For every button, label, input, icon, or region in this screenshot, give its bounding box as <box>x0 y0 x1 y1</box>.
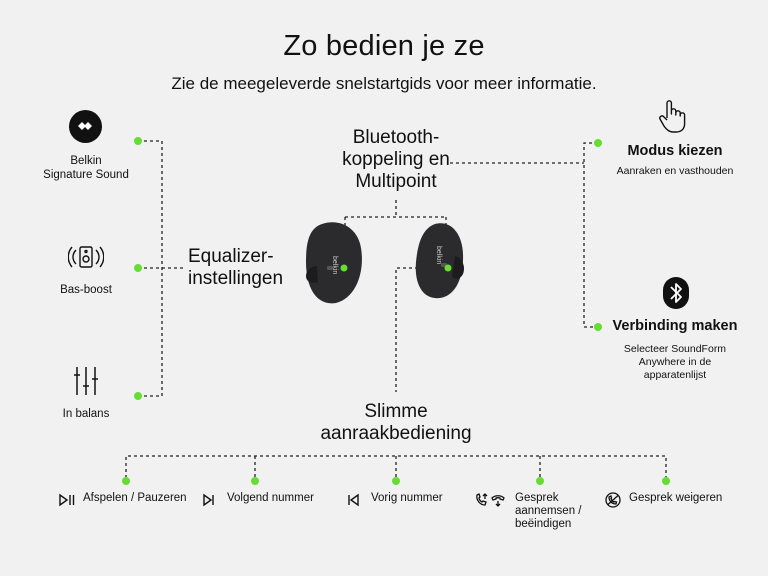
left-earbud-brand: belkin <box>331 256 338 274</box>
control-call-answer-end: Gesprek aannemsen / beëindigen <box>474 492 582 531</box>
hand-touch-icon <box>658 98 688 139</box>
control-play-pause: Afspelen / Pauzeren <box>58 492 187 508</box>
previous-track-icon <box>346 492 364 508</box>
eq-item-label-bass: Bas-boost <box>60 284 112 296</box>
call-answer-end-icon <box>474 492 508 508</box>
control-next-track: Volgend nummer <box>202 492 314 508</box>
sliders-icon <box>72 366 100 401</box>
dot-belkin-sound <box>134 137 142 145</box>
call-answer-end-label: Gesprek aannemsen / beëindigen <box>515 492 582 530</box>
call-reject-icon <box>604 492 622 508</box>
bottom-bracket-line <box>125 455 667 478</box>
bluetooth-icon <box>663 277 689 314</box>
previous-track-label: Vorig nummer <box>371 492 443 504</box>
dot-balance <box>134 392 142 400</box>
mode-subtitle: Aanraken en vasthouden <box>616 165 734 177</box>
touch-line <box>395 267 418 392</box>
eq-item-label-belkin: Belkin Signature Sound <box>43 155 129 181</box>
equalizer-label: Equalizer- instellingen <box>188 246 284 289</box>
dot-call-reject <box>662 477 670 485</box>
dot-bass-boost <box>134 264 142 272</box>
mode-title: Modus kiezen <box>627 143 723 159</box>
control-previous-track: Vorig nummer <box>346 492 443 508</box>
dot-call-answer <box>536 477 544 485</box>
play-pause-label: Afspelen / Pauzeren <box>83 492 187 504</box>
dot-play-pause <box>122 477 130 485</box>
dot-previous <box>392 477 400 485</box>
bluetooth-multipoint-label: Bluetooth- koppeling en Multipoint <box>342 127 450 192</box>
belkin-logo-icon <box>69 110 102 143</box>
dot-next <box>251 477 259 485</box>
left-earbud-touch-dot <box>340 264 348 272</box>
right-earbud-touch-dot <box>444 264 452 272</box>
left-earbud: belkin <box>306 222 362 304</box>
right-earbud: belkin <box>415 223 465 299</box>
eq-item-label-balance: In balans <box>62 408 110 420</box>
dot-connect <box>594 323 602 331</box>
connect-title: Verbinding maken <box>612 318 738 334</box>
next-track-icon <box>202 492 220 508</box>
smart-touch-label: Slimme aanraakbediening <box>320 401 472 444</box>
page-title: Zo bedien je ze <box>283 30 485 62</box>
connect-subtitle: Selecteer SoundForm Anywhere in de appar… <box>623 343 727 381</box>
speaker-icon <box>67 244 105 275</box>
control-call-reject: Gesprek weigeren <box>604 492 722 508</box>
dot-mode <box>594 139 602 147</box>
right-earbud-brand: belkin <box>435 246 442 264</box>
call-reject-label: Gesprek weigeren <box>629 492 723 504</box>
play-pause-icon <box>58 492 76 508</box>
page-subtitle: Zie de meegeleverde snelstartgids voor m… <box>171 74 597 93</box>
next-track-label: Volgend nummer <box>227 492 314 504</box>
